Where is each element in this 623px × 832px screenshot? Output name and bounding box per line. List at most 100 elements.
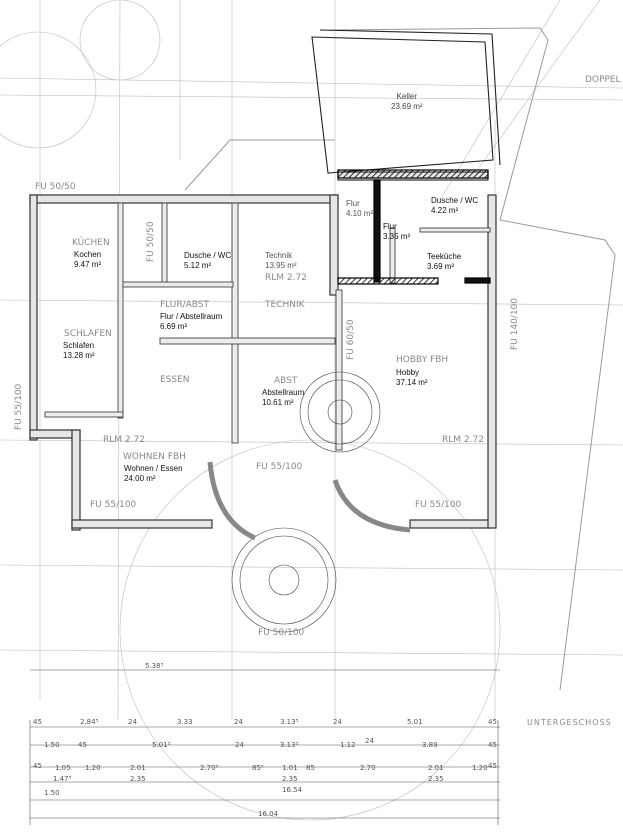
dim-value: 2.35 bbox=[130, 775, 146, 783]
room-area: 13.95 m² bbox=[265, 261, 297, 270]
dim-value: 1.50 bbox=[44, 789, 60, 797]
dim-value: 1.01 bbox=[282, 764, 298, 772]
room-area: 13.28 m² bbox=[63, 351, 95, 360]
dim-value: 2.70⁵ bbox=[200, 764, 219, 772]
label-technik-caps: TECHNIK bbox=[265, 300, 305, 310]
dim-value: 85⁵ bbox=[252, 764, 264, 772]
room-name: Teeküche bbox=[427, 252, 462, 261]
dim-value: 1.47⁵ bbox=[53, 775, 72, 783]
room-area: 3.69 m² bbox=[427, 262, 455, 271]
room-area: 4.22 m² bbox=[431, 206, 459, 215]
dim-value: 1.20 bbox=[85, 764, 101, 772]
keller-outline bbox=[311, 29, 501, 174]
room-wohnen-essen: Wohnen / Essen 24.00 m² bbox=[124, 464, 183, 484]
dim-value: 5.01⁵ bbox=[152, 741, 171, 749]
room-name: Flur bbox=[346, 199, 360, 208]
dim-value: 2.01 bbox=[130, 764, 146, 772]
dim-value: 3.13⁵ bbox=[280, 741, 299, 749]
dimension-lines bbox=[29, 669, 500, 825]
room-abstellraum: Abstellraum 10.61 m² bbox=[262, 388, 304, 408]
dim-value: 2.84⁵ bbox=[80, 718, 99, 726]
dim-value: 45 bbox=[78, 741, 87, 749]
label-rlm-3: RLM 2.72 bbox=[442, 435, 484, 445]
dim-value: 1.20 bbox=[472, 764, 488, 772]
label-abst-caps: ABST bbox=[274, 376, 298, 386]
room-flur-2: Flur 3.35 m² bbox=[383, 222, 410, 242]
label-wohnen-caps: WOHNEN FBH bbox=[123, 452, 186, 462]
room-area: 4.10 m² bbox=[346, 209, 374, 218]
room-kochen: Kochen 9.47 m² bbox=[74, 250, 101, 270]
room-teekueche: Teeküche 3.69 m² bbox=[427, 252, 461, 272]
room-area: 24.00 m² bbox=[124, 474, 156, 483]
label-fu-6: FU 50/50 bbox=[146, 221, 156, 262]
room-name: Hobby bbox=[396, 368, 420, 377]
label-fu-8: FU 60/50 bbox=[346, 319, 356, 360]
room-area: 23.69 m² bbox=[391, 102, 423, 111]
label-schlafen-caps: SCHLAFEN bbox=[64, 329, 112, 339]
site-boundary bbox=[184, 27, 616, 691]
room-keller: Keller 23.69 m² bbox=[391, 92, 423, 112]
room-area: 3.35 m² bbox=[383, 232, 411, 241]
hatched-walls bbox=[337, 169, 491, 285]
dim-value: 45 bbox=[33, 718, 42, 726]
dim-top: 5.38⁵ bbox=[145, 662, 164, 670]
room-area: 37.14 m² bbox=[396, 378, 428, 387]
room-name: Flur / Abstellraum bbox=[160, 312, 223, 321]
label-fu-5: FU 50/100 bbox=[258, 628, 305, 638]
room-schlafen: Schlafen 13.28 m² bbox=[63, 341, 95, 361]
label-kochen-caps: KÜCHEN bbox=[72, 238, 110, 248]
label-flur-caps: FLUR/ABST bbox=[160, 300, 209, 310]
dim-value: 3.13⁵ bbox=[280, 718, 299, 726]
dim-value: 24 bbox=[333, 718, 342, 726]
room-name: Dusche / WC bbox=[431, 196, 479, 205]
room-dusche-wc-2: Dusche / WC 4.22 m² bbox=[431, 196, 478, 216]
room-name: Technik bbox=[265, 251, 293, 260]
room-name: Keller bbox=[396, 92, 418, 101]
room-area: 9.47 m² bbox=[74, 260, 102, 269]
dim-value: 1.50 bbox=[44, 741, 60, 749]
label-rlm-1: RLM 2.72 bbox=[103, 435, 145, 445]
label-fu-1: FU 50/50 bbox=[35, 182, 76, 192]
dim-value: 2.35 bbox=[428, 775, 444, 783]
dim-value: 16.54 bbox=[282, 786, 303, 794]
dim-value: 45 bbox=[488, 762, 497, 770]
dim-value: 2.35 bbox=[282, 775, 298, 783]
dim-value: 1.12 bbox=[340, 741, 356, 749]
label-doppel: DOPPEL bbox=[585, 75, 621, 85]
room-name: Abstellraum bbox=[262, 388, 305, 397]
room-flur-1: Flur 4.10 m² bbox=[346, 199, 373, 219]
inner-walls bbox=[44, 202, 491, 451]
dim-value: 24 bbox=[234, 718, 243, 726]
dim-value: 5.01 bbox=[407, 718, 423, 726]
room-name: Flur bbox=[383, 222, 397, 231]
room-name: Wohnen / Essen bbox=[124, 464, 183, 473]
label-fu-4: FU 55/100 bbox=[90, 500, 137, 510]
label-hobby-caps: HOBBY FBH bbox=[396, 355, 449, 365]
dim-value: 24 bbox=[365, 737, 374, 745]
dim-value: 2.70 bbox=[360, 764, 376, 772]
label-fu-9: FU 140/100 bbox=[510, 297, 520, 350]
dim-value: 45 bbox=[488, 741, 497, 749]
dim-value: 2.01 bbox=[428, 764, 444, 772]
room-name: Dusche / WC bbox=[184, 251, 232, 260]
dim-value: 1.05 bbox=[55, 764, 71, 772]
dim-value: 24 bbox=[128, 718, 137, 726]
room-flur-abstellraum: Flur / Abstellraum 6.69 m² bbox=[160, 312, 222, 332]
dim-value: 24 bbox=[235, 741, 244, 749]
label-fu-7: FU 55/100 bbox=[14, 383, 24, 430]
dim-value: 3.33 bbox=[177, 718, 193, 726]
room-area: 10.61 m² bbox=[262, 398, 294, 407]
dim-total: 16.04 bbox=[258, 810, 279, 818]
outer-walls bbox=[29, 171, 497, 531]
dim-value: 3.89 bbox=[422, 741, 438, 749]
dim-value: 85 bbox=[306, 764, 315, 772]
label-fu-2: FU 55/100 bbox=[256, 462, 303, 472]
label-fu-3: FU 55/100 bbox=[415, 500, 462, 510]
room-technik: Technik 13.95 m² bbox=[265, 251, 297, 271]
dim-value: 45 bbox=[488, 718, 497, 726]
room-name: Kochen bbox=[74, 250, 102, 259]
dim-value: 45 bbox=[33, 762, 42, 770]
floor-title: UNTERGESCHOSS bbox=[527, 718, 612, 727]
